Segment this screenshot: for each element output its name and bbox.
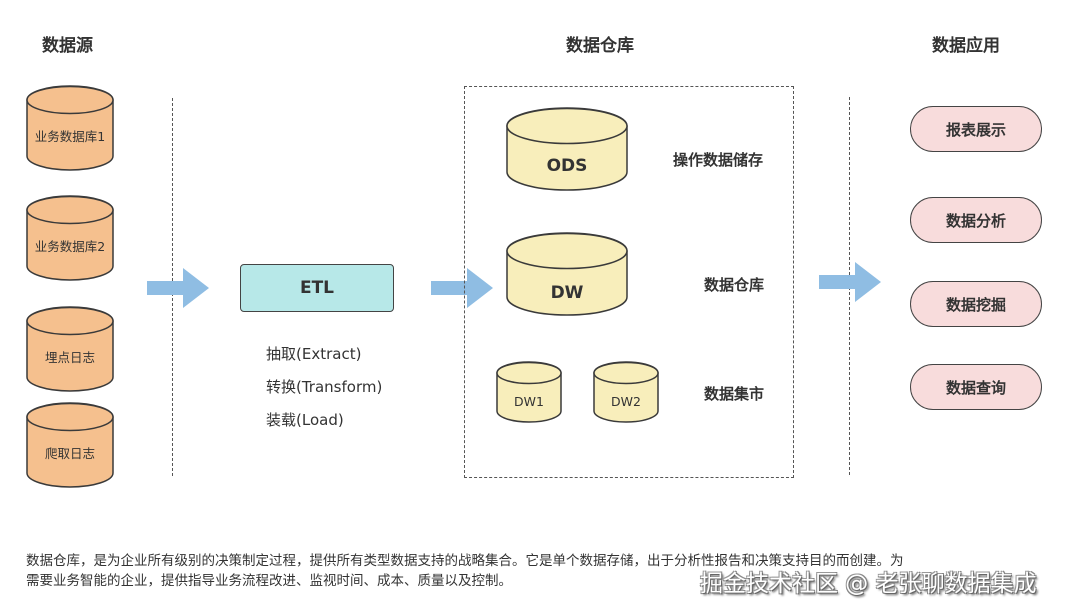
source-db-1: 业务数据库1 <box>26 85 114 171</box>
arrow-right-icon <box>431 268 493 308</box>
app-label: 数据查询 <box>945 378 1006 397</box>
etl-step-extract: 抽取(Extract) <box>266 345 362 363</box>
warehouse-container <box>464 86 794 478</box>
description-line-1: 数据仓库，是为企业所有级别的决策制定过程，提供所有类型数据支持的战略集合。它是单… <box>26 553 904 569</box>
watermark: 掘金技术社区 @ 老张聊数据集成 <box>700 571 1037 597</box>
mart-db-2: DW2 <box>593 361 659 423</box>
etl-step-load: 装载(Load) <box>266 411 344 429</box>
arrow-right-icon <box>819 262 881 302</box>
ods-description: 操作数据储存 <box>673 151 764 169</box>
database-icon <box>26 195 114 281</box>
ods-db-label: ODS <box>546 156 588 176</box>
description-line-2: 需要业务智能的企业，提供指导业务流程改进、监视时间、成本、质量以及控制。 <box>26 573 512 589</box>
app-data-analysis: 数据分析 <box>910 197 1042 243</box>
dw-description: 数据仓库 <box>704 276 765 294</box>
app-data-query: 数据查询 <box>910 364 1042 410</box>
source-db-4: 爬取日志 <box>26 402 114 488</box>
mart-db-1-label: DW1 <box>514 394 544 409</box>
database-icon <box>506 232 628 316</box>
etl-box: ETL <box>240 264 394 312</box>
warehouse-title: 数据仓库 <box>566 36 634 56</box>
app-label: 数据分析 <box>945 211 1006 230</box>
database-icon <box>26 306 114 392</box>
ods-db: ODS <box>506 107 628 191</box>
app-report-display: 报表展示 <box>910 106 1042 152</box>
arrow-right-icon <box>147 268 209 308</box>
app-label: 报表展示 <box>945 120 1006 139</box>
etl-label: ETL <box>299 278 335 298</box>
app-data-mining: 数据挖掘 <box>910 281 1042 327</box>
source-db-3-label: 埋点日志 <box>44 350 95 365</box>
source-db-1-label: 业务数据库1 <box>34 129 106 144</box>
source-db-2-label: 业务数据库2 <box>34 239 106 254</box>
dw-db: DW <box>506 232 628 316</box>
mart-db-1: DW1 <box>496 361 562 423</box>
database-icon <box>593 361 659 423</box>
app-label: 数据挖掘 <box>945 295 1006 314</box>
marts-description: 数据集市 <box>704 385 765 403</box>
database-icon <box>496 361 562 423</box>
source-db-3: 埋点日志 <box>26 306 114 392</box>
applications-title: 数据应用 <box>932 36 1000 56</box>
etl-step-transform: 转换(Transform) <box>266 378 383 396</box>
description-text: 数据仓库，是为企业所有级别的决策制定过程，提供所有类型数据支持的战略集合。它是单… <box>26 551 1056 591</box>
source-db-2: 业务数据库2 <box>26 195 114 281</box>
sources-title: 数据源 <box>42 36 93 56</box>
database-icon <box>506 107 628 191</box>
source-db-4-label: 爬取日志 <box>44 446 95 461</box>
dw-db-label: DW <box>550 283 584 303</box>
mart-db-2-label: DW2 <box>611 394 641 409</box>
database-icon <box>26 85 114 171</box>
database-icon <box>26 402 114 488</box>
